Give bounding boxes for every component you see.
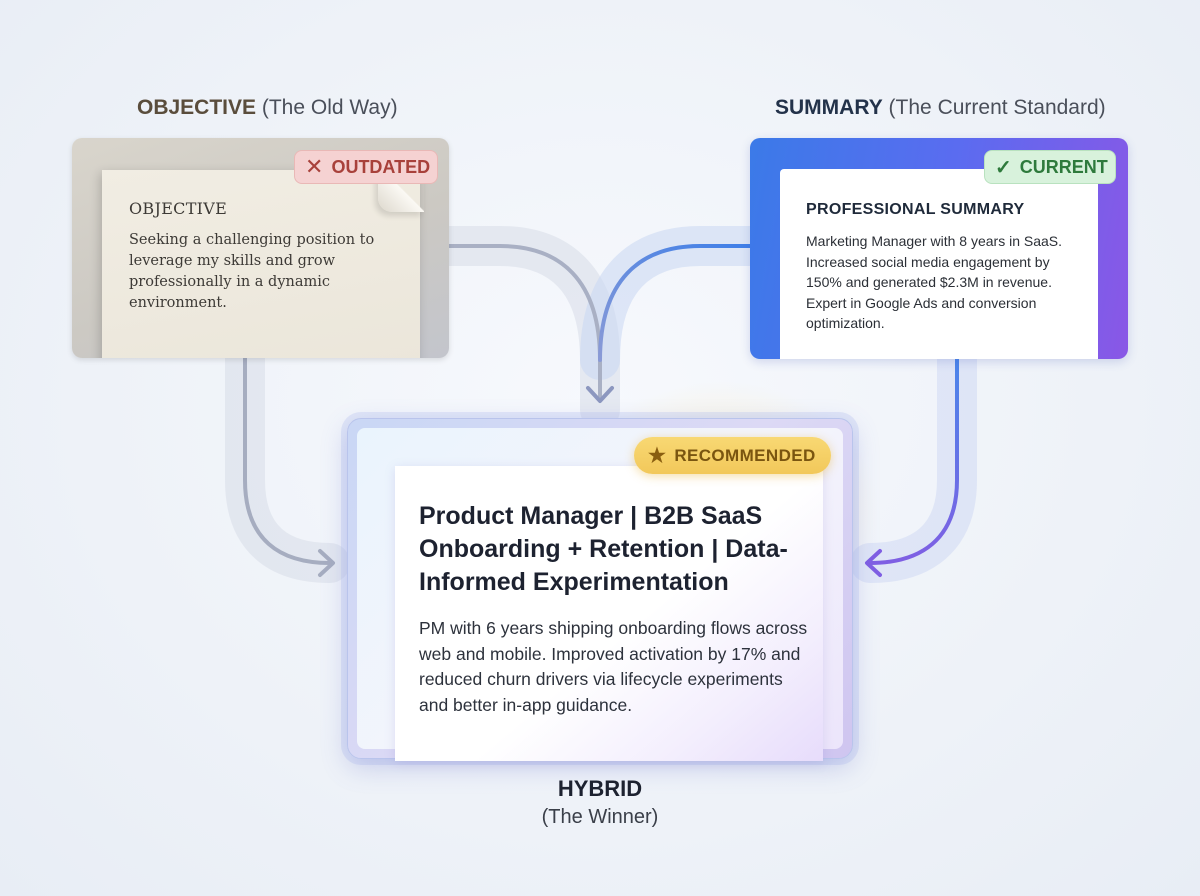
summary-inner-panel: PROFESSIONAL SUMMARY Marketing Manager w… [780, 169, 1098, 359]
summary-text: Marketing Manager with 8 years in SaaS. … [806, 233, 1063, 331]
objective-text: Seeking a challenging position to levera… [129, 232, 375, 311]
objective-heading: OBJECTIVE [129, 199, 228, 218]
summary-heading: PROFESSIONAL SUMMARY [806, 201, 1025, 218]
hybrid-inner-panel: Product Manager | B2B SaaS Onboarding + … [395, 466, 823, 761]
hybrid-text: PM with 6 years shipping onboarding flow… [419, 618, 808, 715]
x-icon: ✕ [305, 154, 324, 179]
hybrid-sublabel: (The Winner) [541, 806, 659, 828]
outdated-badge: ✕ OUTDATED [294, 150, 438, 184]
hybrid-label: HYBRID [557, 776, 643, 801]
hybrid-title: Product Manager | B2B SaaS Onboarding + … [419, 502, 788, 596]
check-icon: ✓ [995, 156, 1012, 179]
summary-side-arrow [868, 356, 959, 565]
recommended-badge: ★ RECOMMENDED [634, 437, 831, 474]
hybrid-card: Product Manager | B2B SaaS Onboarding + … [347, 418, 853, 761]
current-badge: ✓ CURRENT [984, 150, 1116, 184]
summary-section-label: SUMMARY (The Current Standard) [775, 96, 1106, 119]
current-badge-label: CURRENT [1019, 156, 1108, 177]
objective-section-label: OBJECTIVE (The Old Way) [137, 96, 398, 119]
star-icon: ★ [648, 445, 667, 467]
summary-to-hybrid-curve [598, 244, 752, 362]
objective-side-arrow [243, 356, 332, 565]
outdated-badge-label: OUTDATED [331, 156, 431, 177]
objective-paper: OBJECTIVE Seeking a challenging position… [102, 166, 424, 358]
recommended-badge-label: RECOMMENDED [674, 445, 816, 465]
hybrid-panel: Product Manager | B2B SaaS Onboarding + … [357, 428, 843, 761]
left-arrowhead [318, 549, 335, 577]
